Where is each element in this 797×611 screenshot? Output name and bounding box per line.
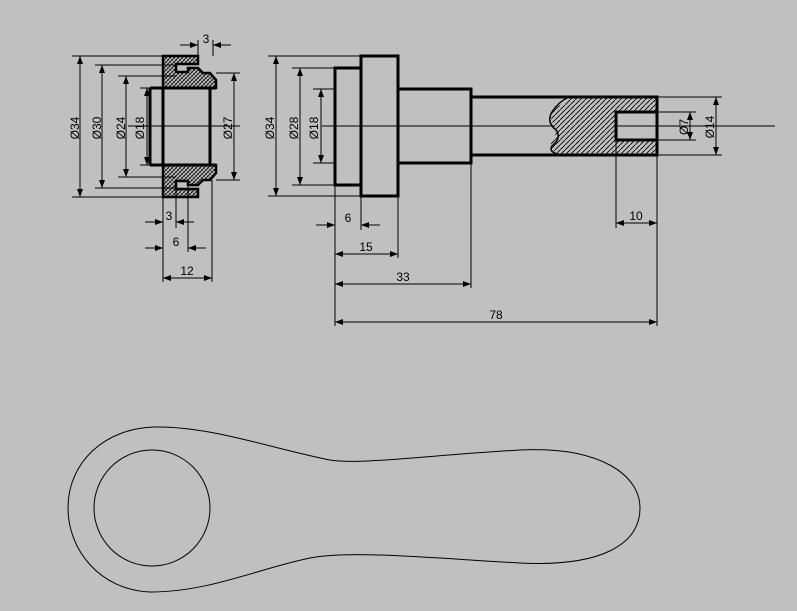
shaft-dia-34: Ø34 — [263, 116, 277, 139]
bushing-dimension-labels: Ø34 Ø30 Ø24 Ø18 Ø27 3 3 6 12 — [68, 32, 235, 278]
bushing-section — [128, 54, 240, 199]
bushing-dim-3-bottom: 3 — [166, 209, 173, 223]
bushing-dia-18: Ø18 — [133, 116, 147, 139]
bushing-dia-24: Ø24 — [114, 116, 128, 139]
shaft-dim-78: 78 — [489, 308, 503, 322]
bushing-dim-6: 6 — [173, 235, 180, 249]
bushing-dim-3-top: 3 — [203, 32, 210, 46]
bushing-dia-34: Ø34 — [68, 116, 82, 139]
shaft-dim-6: 6 — [345, 211, 352, 225]
shaft-dia-18: Ø18 — [307, 116, 321, 139]
bushing-dimensions — [72, 40, 240, 282]
shaft-dim-33: 33 — [396, 270, 410, 284]
shaft-dia-14: Ø14 — [703, 115, 717, 138]
shaft-dim-15: 15 — [359, 240, 373, 254]
bushing-dia-27: Ø27 — [221, 116, 235, 139]
bushing-dim-12: 12 — [180, 264, 194, 278]
lever-outline — [67, 426, 641, 593]
shaft-dia-28: Ø28 — [287, 116, 301, 139]
bushing-bottom-section — [161, 163, 218, 199]
shaft-dimensions — [268, 55, 722, 326]
shaft-dia-7: Ø7 — [677, 119, 691, 135]
shaft-dim-10: 10 — [629, 209, 643, 223]
shaft-dimension-labels: Ø34 Ø28 Ø18 Ø7 Ø14 6 15 33 78 10 — [263, 115, 717, 322]
bushing-top-section — [161, 54, 218, 90]
shaft-view — [322, 54, 775, 198]
bushing-dia-30: Ø30 — [90, 116, 104, 139]
